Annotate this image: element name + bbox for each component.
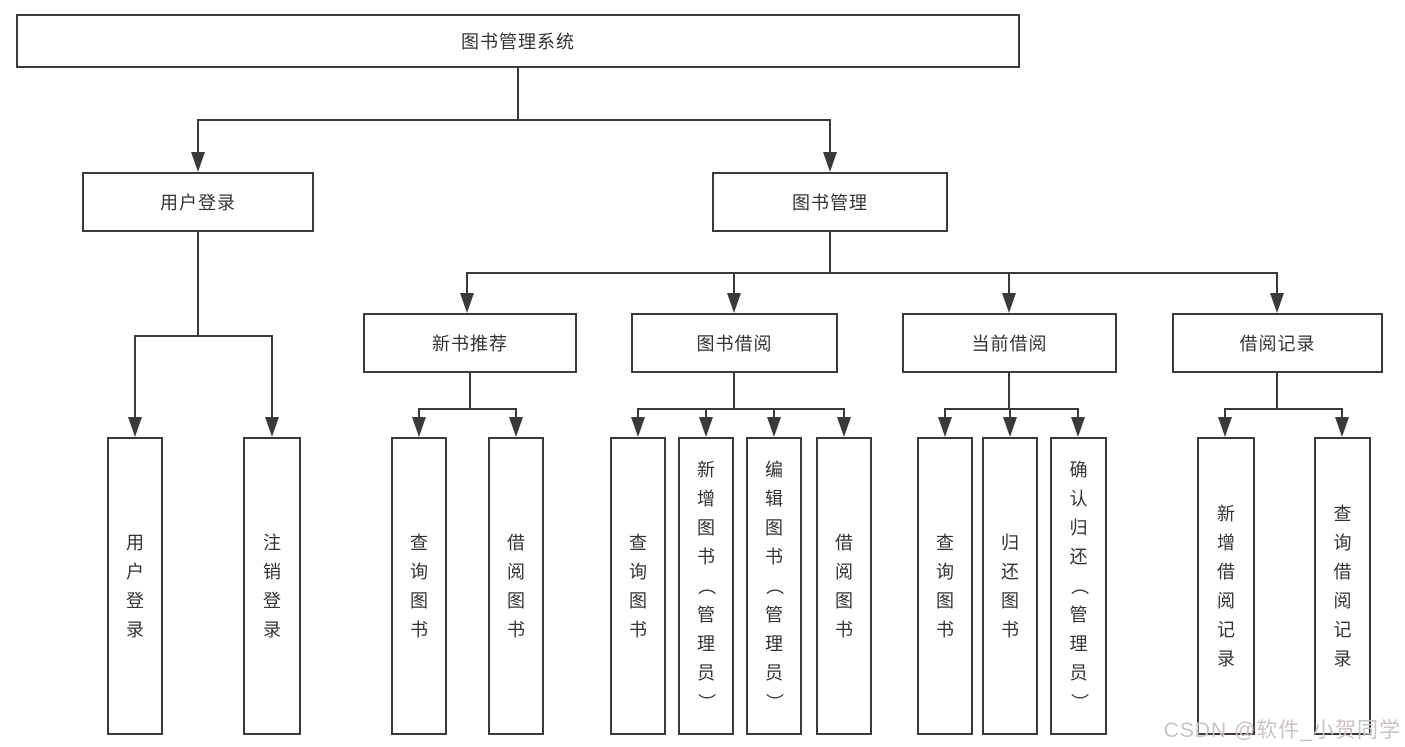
leaf-return-books: 归还图书 xyxy=(982,437,1038,735)
node-label: 新书推荐 xyxy=(432,334,508,354)
connector-section-stem xyxy=(469,373,471,408)
connector-drop xyxy=(1077,408,1079,419)
leaf-add-book-admin: 新增图书（管理员） xyxy=(678,437,734,735)
arrow-down-icon xyxy=(699,417,713,437)
node-label: 借阅记录 xyxy=(1239,334,1316,354)
arrow-down-icon xyxy=(265,417,279,437)
connector-user-login-stem xyxy=(197,232,199,335)
connector-to-user-login xyxy=(197,119,199,154)
connector-drop xyxy=(134,335,136,419)
csdn-watermark: CSDN @软件_小贺同学 xyxy=(1163,719,1401,742)
arrow-down-icon xyxy=(412,417,426,437)
leaf-borrow-books-2: 借阅图书 xyxy=(816,437,872,735)
connector-section-crossbar xyxy=(637,408,845,410)
leaf-logout: 注销登录 xyxy=(243,437,301,735)
arrow-down-icon xyxy=(460,293,474,313)
leaf-borrow-books-1: 借阅图书 xyxy=(488,437,544,735)
connector-to-book-management xyxy=(829,119,831,154)
connector-drop xyxy=(1224,408,1226,419)
arrow-down-icon xyxy=(727,293,741,313)
leaf-user-login: 用户登录 xyxy=(107,437,163,735)
arrow-down-icon xyxy=(1218,417,1232,437)
connector-section-stem xyxy=(1008,373,1010,408)
connector-drop xyxy=(944,408,946,419)
arrow-down-icon xyxy=(128,417,142,437)
node-user-login: 用户登录 xyxy=(82,172,314,232)
node-label: 查询图书 xyxy=(629,532,647,640)
node-current-borrowing: 当前借阅 xyxy=(902,313,1117,373)
connector-drop xyxy=(418,408,420,419)
arrow-down-icon xyxy=(1335,417,1349,437)
connector-user-login-crossbar xyxy=(134,335,273,337)
leaf-query-books-2: 查询图书 xyxy=(610,437,666,735)
arrow-down-icon xyxy=(509,417,523,437)
arrow-down-icon xyxy=(938,417,952,437)
node-label: 借阅图书 xyxy=(507,532,525,640)
node-label: 用户登录 xyxy=(126,532,144,640)
leaf-edit-book-admin: 编辑图书（管理员） xyxy=(746,437,802,735)
node-label: 图书借阅 xyxy=(696,334,773,354)
node-label: 归还图书 xyxy=(1001,532,1019,640)
node-library-management-system: 图书管理系统 xyxy=(16,14,1020,68)
arrow-down-icon xyxy=(837,417,851,437)
node-label: 查询图书 xyxy=(410,532,428,640)
node-new-book-recommendation: 新书推荐 xyxy=(363,313,577,373)
connector-drop xyxy=(466,272,468,295)
connector-drop xyxy=(271,335,273,419)
arrow-down-icon xyxy=(1002,293,1016,313)
leaf-query-borrow-record: 查询借阅记录 xyxy=(1314,437,1371,735)
arrow-down-icon xyxy=(631,417,645,437)
connector-section-stem xyxy=(733,373,735,408)
connector-drop xyxy=(637,408,639,419)
connector-drop xyxy=(843,408,845,419)
connector-section-stem xyxy=(1276,373,1278,408)
connector-drop xyxy=(515,408,517,419)
node-label: 确认归还（管理员） xyxy=(1068,460,1089,711)
connector-drop xyxy=(1276,272,1278,295)
leaf-add-borrow-record: 新增借阅记录 xyxy=(1197,437,1255,735)
node-label: 查询图书 xyxy=(936,532,954,640)
node-label: 图书管理系统 xyxy=(461,32,575,52)
arrow-down-icon xyxy=(1003,417,1017,437)
node-label: 注销登录 xyxy=(263,532,281,640)
node-label: 编辑图书（管理员） xyxy=(764,460,784,711)
arrow-down-icon xyxy=(1071,417,1085,437)
node-label: 查询借阅记录 xyxy=(1333,503,1352,669)
connector-root-crossbar xyxy=(197,119,830,121)
arrow-down-icon xyxy=(1270,293,1284,313)
connector-drop xyxy=(1009,408,1011,419)
leaf-query-books-1: 查询图书 xyxy=(391,437,447,735)
node-label: 新增借阅记录 xyxy=(1217,503,1235,669)
node-book-management: 图书管理 xyxy=(712,172,948,232)
leaf-confirm-return-admin: 确认归还（管理员） xyxy=(1050,437,1107,735)
node-label: 新增图书（管理员） xyxy=(696,460,716,711)
node-label: 借阅图书 xyxy=(835,532,853,640)
node-label: 当前借阅 xyxy=(971,334,1048,354)
connector-drop xyxy=(1008,272,1010,295)
arrow-down-icon xyxy=(767,417,781,437)
arrow-down-icon xyxy=(823,152,837,172)
connector-section-crossbar xyxy=(418,408,517,410)
connector-drop xyxy=(705,408,707,419)
node-borrowing-records: 借阅记录 xyxy=(1172,313,1383,373)
node-label: 用户登录 xyxy=(160,193,236,213)
connector-section-crossbar xyxy=(1224,408,1343,410)
connector-book-management-stem xyxy=(829,232,831,272)
connector-drop xyxy=(773,408,775,419)
connector-drop xyxy=(1341,408,1343,419)
connector-root-stem xyxy=(517,68,519,119)
connector-book-management-crossbar xyxy=(466,272,1278,274)
connector-section-crossbar xyxy=(944,408,1079,410)
connector-drop xyxy=(733,272,735,295)
arrow-down-icon xyxy=(191,152,205,172)
node-book-borrowing: 图书借阅 xyxy=(631,313,838,373)
leaf-query-books-3: 查询图书 xyxy=(917,437,973,735)
node-label: 图书管理 xyxy=(792,193,868,213)
